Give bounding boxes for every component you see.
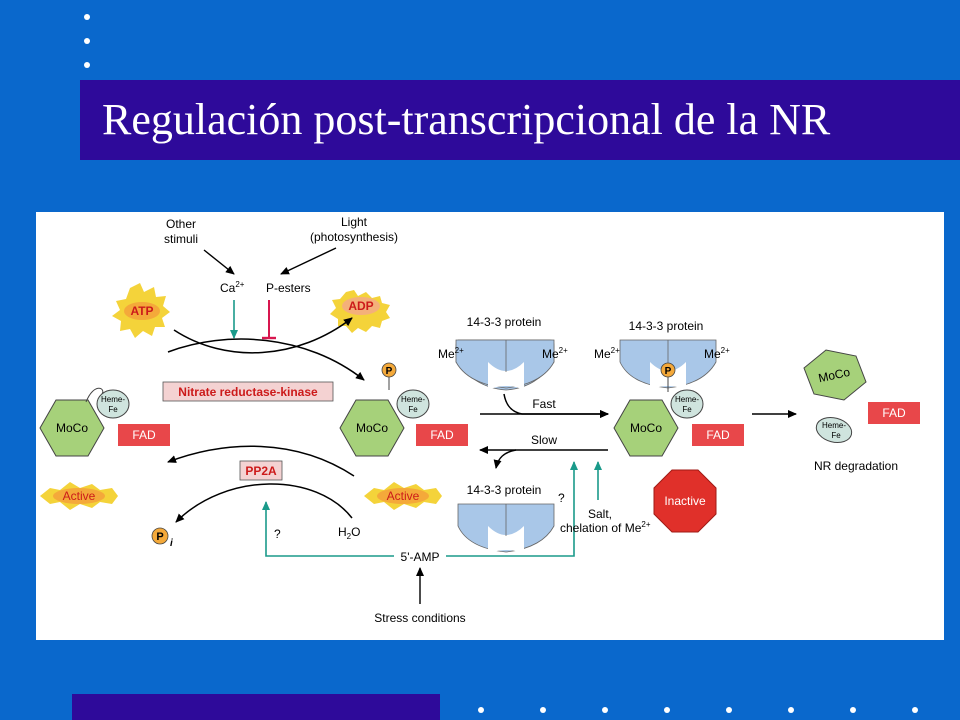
- protein-14-3-3-free-bottom: [457, 503, 555, 554]
- fad-box-3: [692, 424, 744, 446]
- fad-label-2: FAD: [430, 428, 454, 442]
- degradation-label: NR degradation: [814, 459, 898, 473]
- active-burst-left: Active: [40, 482, 118, 510]
- moco-label-1: MoCo: [56, 421, 88, 435]
- heme-fe-2: [396, 389, 430, 419]
- decorative-dots-bottom: [470, 707, 950, 715]
- p-esters-label: P-esters: [266, 281, 311, 295]
- active-label-left: Active: [63, 489, 96, 503]
- diagram-svg: Other stimuli Light (photosynthesis) Ca2…: [39, 215, 920, 625]
- me-label-1: Me2+: [438, 346, 464, 361]
- arrow-atp-to-adp: [173, 317, 353, 354]
- question-left: ?: [274, 527, 281, 541]
- arrow-nr-phosphorylation: [167, 338, 365, 381]
- degraded-heme: Heme- Fe: [815, 417, 853, 443]
- me-label-2: Me2+: [542, 346, 568, 361]
- ca-label: Ca2+: [220, 280, 245, 295]
- arrow-slow-branch: [493, 449, 517, 469]
- pi-label: P: [156, 531, 163, 543]
- arrow-fast: [503, 393, 609, 418]
- inactive-label: Inactive: [664, 494, 706, 508]
- nr-enzyme-unphosphorylated: MoCo Heme- Fe FAD: [39, 387, 170, 457]
- nr-regulation-figure: Other stimuli Light (photosynthesis) Ca2…: [36, 212, 944, 640]
- heme-fe-1: [96, 389, 130, 419]
- moco-label-2: MoCo: [356, 421, 388, 435]
- other-stimuli-label: Other: [166, 217, 196, 231]
- fe-label-4: Fe: [831, 431, 841, 440]
- amp-label-bg: [394, 549, 446, 563]
- heme-label-3: Heme-: [675, 395, 699, 404]
- me-label-3: Me2+: [594, 346, 620, 361]
- fad-label-3: FAD: [706, 428, 730, 442]
- fad-label-1: FAD: [132, 428, 156, 442]
- phosphate-label-1: P: [386, 366, 393, 377]
- protein-label-1: 14-3-3 protein: [467, 315, 542, 329]
- bottom-bar: [72, 694, 440, 720]
- chelation-label: chelation of Me2+: [560, 520, 651, 535]
- inactive-octagon: Inactive: [653, 469, 717, 533]
- fe-label-1: Fe: [108, 405, 118, 414]
- degraded-moco: MoCo: [803, 349, 867, 401]
- slide-title: Regulación post-transcripcional de la NR: [102, 95, 831, 144]
- phosphate-label-2: P: [665, 366, 672, 377]
- pi-subscript: i: [170, 538, 173, 549]
- arrow-h2o-to-pi: [175, 483, 353, 523]
- heme-label-4: Heme-: [822, 421, 846, 430]
- fast-label: Fast: [532, 397, 556, 411]
- protein-label-3: 14-3-3 protein: [629, 319, 704, 333]
- heme-label-2: Heme-: [401, 395, 425, 404]
- protein-label-2: 14-3-3 protein: [467, 483, 542, 497]
- active-burst-right: Active: [364, 482, 442, 510]
- h2o-label: H2O: [338, 525, 360, 541]
- amp-label: 5'-AMP: [401, 550, 440, 564]
- kinase-box: [162, 381, 334, 402]
- atp-label: ATP: [130, 304, 153, 318]
- other-stimuli-label-2: stimuli: [164, 232, 198, 246]
- light-label: Light: [341, 215, 368, 229]
- fe-label-3: Fe: [682, 405, 692, 414]
- pi-badge: [151, 527, 169, 545]
- question-right: ?: [558, 491, 565, 505]
- fad-label-4: FAD: [882, 406, 906, 420]
- active-label-right: Active: [387, 489, 420, 503]
- linker-1: [85, 387, 104, 403]
- fad-box-2: [416, 424, 468, 446]
- me-label-4: Me2+: [704, 346, 730, 361]
- heme-label-1: Heme-: [101, 395, 125, 404]
- nr-enzyme-phosphorylated: P MoCo Heme- Fe FAD: [339, 362, 468, 457]
- nr-enzyme-bound: P MoCo Heme- Fe FAD: [613, 362, 744, 457]
- arrow-stimuli-to-ca: [203, 249, 235, 275]
- pp2a-label: PP2A: [245, 464, 277, 478]
- salt-label: Salt,: [588, 507, 612, 521]
- stress-label: Stress conditions: [374, 611, 465, 625]
- title-bar: Regulación post-transcripcional de la NR: [80, 80, 960, 160]
- light-label-2: (photosynthesis): [310, 230, 398, 244]
- adp-label: ADP: [348, 299, 373, 313]
- heme-fe-3: [670, 389, 704, 419]
- fe-label-2: Fe: [408, 405, 418, 414]
- moco-label-3: MoCo: [630, 421, 662, 435]
- fad-box-1: [118, 424, 170, 446]
- fad-box-4: [868, 402, 920, 424]
- slow-label: Slow: [531, 433, 557, 447]
- protein-14-3-3-free-top: [455, 339, 555, 391]
- pp2a-box: [239, 460, 283, 481]
- arrow-light-to-pesters: [280, 247, 337, 275]
- atp-burst: ATP: [112, 283, 170, 338]
- moco-label-4: MoCo: [817, 365, 852, 385]
- arrow-dephosphorylation: [167, 445, 355, 477]
- kinase-label: Nitrate reductase-kinase: [178, 385, 318, 399]
